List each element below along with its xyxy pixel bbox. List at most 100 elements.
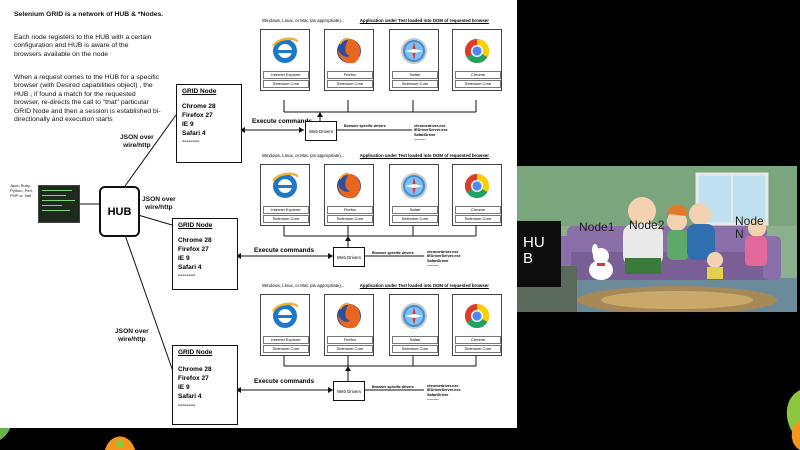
grid-node-line: Chrome 28: [178, 366, 212, 373]
firefox-icon: [334, 36, 364, 71]
browser-name-label: Safari: [392, 71, 438, 79]
grid-node-1: GRID Node Chrome 28 Firefox 27 IE 9 Safa…: [176, 84, 242, 163]
execute-commands-label-3: Execute commands: [254, 378, 314, 385]
selenium-core-label: Selenium Core: [263, 80, 309, 88]
browser-name-label: Chrome: [455, 206, 501, 214]
web-drivers-label: Web Drivers: [337, 255, 361, 260]
grid-node-line: IE 9: [178, 255, 190, 262]
decorative-flower-right: [740, 380, 800, 450]
os-label: Windows, Linux, or Mac (as appropriate).…: [262, 153, 344, 158]
grid-node-2: GRID Node Chrome 28 Firefox 27 IE 9 Safa…: [172, 218, 238, 290]
web-drivers-label: Web Drivers: [337, 389, 361, 394]
grid-node-title: GRID Node: [178, 349, 212, 356]
grid-node-line: Chrome 28: [178, 237, 212, 244]
selenium-core-label: Selenium Core: [392, 215, 438, 223]
browser-specific-label-2: Browser specific drivers: [372, 251, 414, 255]
selenium-core-label: Selenium Core: [263, 345, 309, 353]
aut-label: Application under Test loaded into DOM o…: [360, 18, 489, 23]
grid-node-line: Safari 4: [178, 393, 202, 400]
browser-specific-label-3: Browser specific drivers: [372, 385, 414, 389]
internet-explorer-icon: [270, 36, 300, 71]
decorative-flower-bottom: [100, 428, 140, 450]
grid-node-3: GRID Node Chrome 28 Firefox 27 IE 9 Safa…: [172, 345, 238, 425]
web-drivers-box-2: Web Drivers: [333, 247, 365, 267]
browser-name-label: Internet Explorer: [263, 206, 309, 214]
execute-commands-label-1: Execute commands: [252, 118, 312, 125]
grid-node-line: Safari 4: [182, 130, 206, 137]
web-drivers-box-3: Web Drivers: [333, 381, 365, 401]
selenium-core-label: Selenium Core: [327, 215, 373, 223]
console-screenshot: [38, 185, 80, 223]
group-header-3: Windows, Linux, or Mac (as appropriate).…: [262, 283, 489, 288]
browser-name-label: Internet Explorer: [263, 336, 309, 344]
browser-name-label: Chrome: [455, 336, 501, 344]
group-header-2: Windows, Linux, or Mac (as appropriate).…: [262, 153, 489, 158]
grid-node-title: GRID Node: [178, 222, 212, 229]
safari-icon: [399, 301, 429, 336]
aut-label: Application under Test loaded into DOM o…: [360, 283, 489, 288]
selenium-core-label: Selenium Core: [327, 80, 373, 88]
node2-label: Node2: [629, 219, 664, 232]
json-label-bottom: JSON over wire/http: [115, 328, 149, 344]
node1-label: Node1: [579, 221, 614, 234]
selenium-core-label: Selenium Core: [455, 215, 501, 223]
grid-node-line: IE 9: [182, 121, 194, 128]
selenium-core-label: Selenium Core: [455, 345, 501, 353]
selenium-grid-diagram: Selenium GRID is a network of HUB & *Nod…: [0, 0, 517, 428]
firefox-icon: [334, 301, 364, 336]
grid-node-line: --------: [178, 402, 195, 409]
grid-node-line: Firefox 27: [178, 375, 209, 382]
browser-name-label: Firefox: [327, 206, 373, 214]
json-label-middle: JSON over wire/http: [142, 196, 176, 212]
selenium-core-label: Selenium Core: [327, 345, 373, 353]
noden-label: Node N: [735, 215, 764, 241]
hub-label: HUB: [108, 206, 132, 218]
web-drivers-label: Web Drivers: [309, 129, 333, 134]
grid-node-line: Firefox 27: [178, 246, 209, 253]
selenium-core-label: Selenium Core: [263, 215, 309, 223]
grid-node-line: Firefox 27: [182, 112, 213, 119]
hub-box: HUB: [99, 186, 140, 237]
json-label-top: JSON over wire/http: [120, 134, 154, 150]
grid-node-line: --------: [178, 272, 195, 279]
browser-name-label: Internet Explorer: [263, 71, 309, 79]
driver-list-2: chromedriver.exe IEDriverServer.exe Safa…: [427, 250, 461, 268]
grid-node-line: Chrome 28: [182, 103, 216, 110]
browser-card-firefox: FirefoxSelenium Core: [324, 164, 374, 226]
browser-specific-label-1: Browser specific drivers: [344, 124, 386, 128]
web-drivers-box-1: Web Drivers: [305, 121, 337, 141]
internet-explorer-icon: [270, 171, 300, 206]
firefox-icon: [334, 171, 364, 206]
grid-node-line: --------: [182, 138, 199, 145]
client-languages: Java, Ruby, Python, Perl, PHP or .Net: [10, 183, 80, 225]
browser-name-label: Safari: [392, 336, 438, 344]
languages-label: Java, Ruby, Python, Perl, PHP or .Net: [10, 183, 33, 198]
chrome-icon: [462, 171, 492, 206]
chrome-icon: [462, 36, 492, 71]
os-label: Windows, Linux, or Mac (as appropriate).…: [262, 283, 344, 288]
grid-node-line: Safari 4: [178, 264, 202, 271]
browser-name-label: Chrome: [455, 71, 501, 79]
grid-node-title: GRID Node: [182, 88, 216, 95]
chrome-icon: [462, 301, 492, 336]
selenium-core-label: Selenium Core: [455, 80, 501, 88]
selenium-core-label: Selenium Core: [392, 345, 438, 353]
driver-list-3: chromedriver.exe IEDriverServer.exe Safa…: [427, 384, 461, 402]
execute-commands-label-2: Execute commands: [254, 247, 314, 254]
group-header-1: Windows, Linux, or Mac (as appropriate).…: [262, 18, 489, 23]
aut-label: Application under Test loaded into DOM o…: [360, 153, 489, 158]
driver-list-1: chromedriver.exe IEDriverServer.exe Safa…: [414, 124, 448, 142]
hub-overlay-label: HU B: [517, 221, 561, 287]
